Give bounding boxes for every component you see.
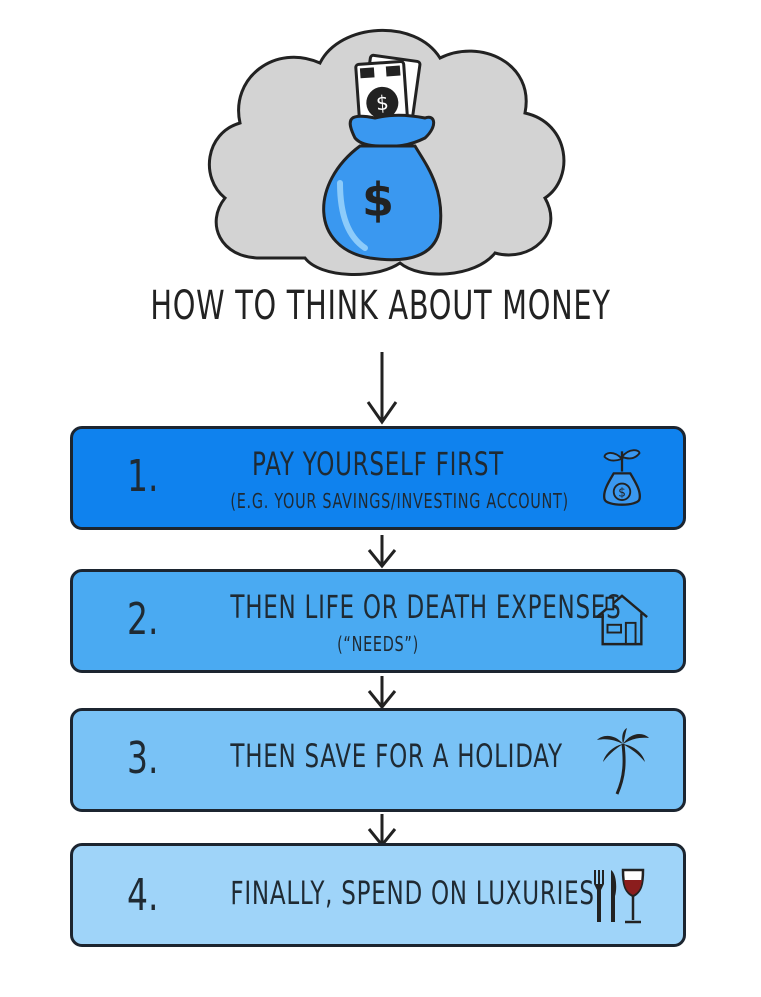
house-icon	[596, 594, 648, 646]
step-4: 4. FINALLY, SPEND ON LUXURIES	[70, 843, 686, 947]
step-label: PAY YOURSELF FIRST	[252, 445, 504, 483]
step-2: 2. THEN LIFE OR DEATH EXPENSES (“NEEDS”)	[70, 569, 686, 673]
arrow-down-icon	[367, 676, 397, 710]
svg-text:$: $	[362, 173, 394, 227]
step-number: 1.	[127, 451, 159, 502]
fork-knife-wine-icon	[594, 868, 645, 924]
page-title: HOW TO THINK ABOUT MONEY	[150, 283, 611, 329]
step-sublabel: (E.G. YOUR SAVINGS/INVESTING ACCOUNT)	[230, 489, 569, 513]
svg-text:$: $	[375, 90, 389, 115]
step-number: 4.	[127, 870, 159, 921]
step-number: 2.	[127, 594, 159, 645]
arrow-down-icon	[367, 535, 397, 569]
step-label: FINALLY, SPEND ON LUXURIES	[230, 874, 595, 912]
step-label: THEN SAVE FOR A HOLIDAY	[230, 737, 563, 775]
money-bag-cloud-icon: $ $	[208, 28, 566, 276]
step-number: 3.	[127, 733, 159, 784]
svg-text:$: $	[618, 485, 626, 499]
money-plant-bag-icon: $	[603, 449, 641, 506]
step-3: 3. THEN SAVE FOR A HOLIDAY	[70, 708, 686, 812]
step-label: THEN LIFE OR DEATH EXPENSES	[230, 588, 622, 626]
arrow-down-icon	[366, 352, 398, 425]
palm-tree-icon	[597, 728, 649, 795]
step-1: 1. PAY YOURSELF FIRST (E.G. YOUR SAVINGS…	[70, 426, 686, 530]
step-sublabel: (“NEEDS”)	[337, 632, 419, 656]
